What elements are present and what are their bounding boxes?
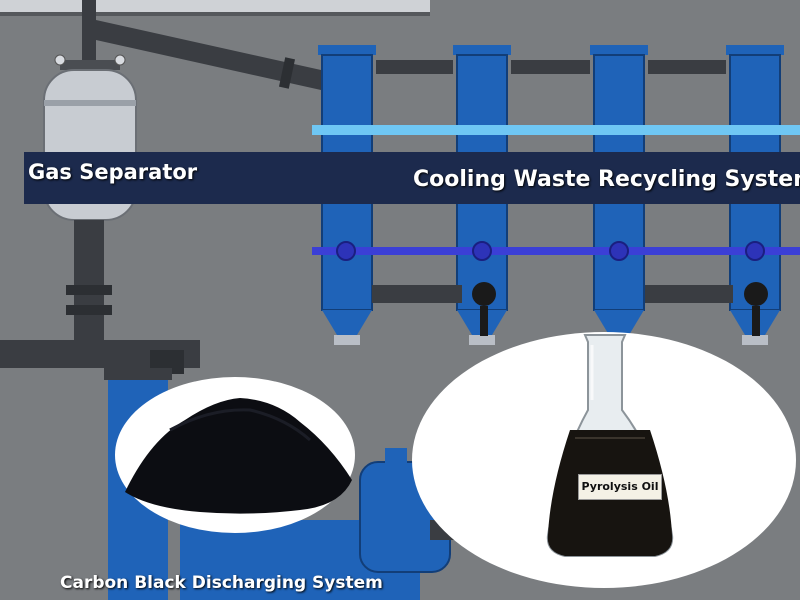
carbon-black-pile-icon [125, 398, 352, 514]
label-banner [24, 152, 800, 204]
valve-icon [472, 241, 492, 261]
carbon-black-label: Carbon Black Discharging System [60, 573, 383, 593]
cooling-water-pipe [312, 125, 800, 135]
valve-icon [745, 241, 765, 261]
manifold-pipe [312, 247, 800, 255]
valve-icon [609, 241, 629, 261]
pyrolysis-oil-label: Pyrolysis Oil [578, 474, 662, 500]
gas-separator [0, 0, 200, 374]
cooling-system-label: Cooling Waste Recycling System [413, 167, 800, 192]
gas-separator-label: Gas Separator [28, 160, 198, 184]
valve-icon [336, 241, 356, 261]
feed-pipe [96, 20, 330, 92]
